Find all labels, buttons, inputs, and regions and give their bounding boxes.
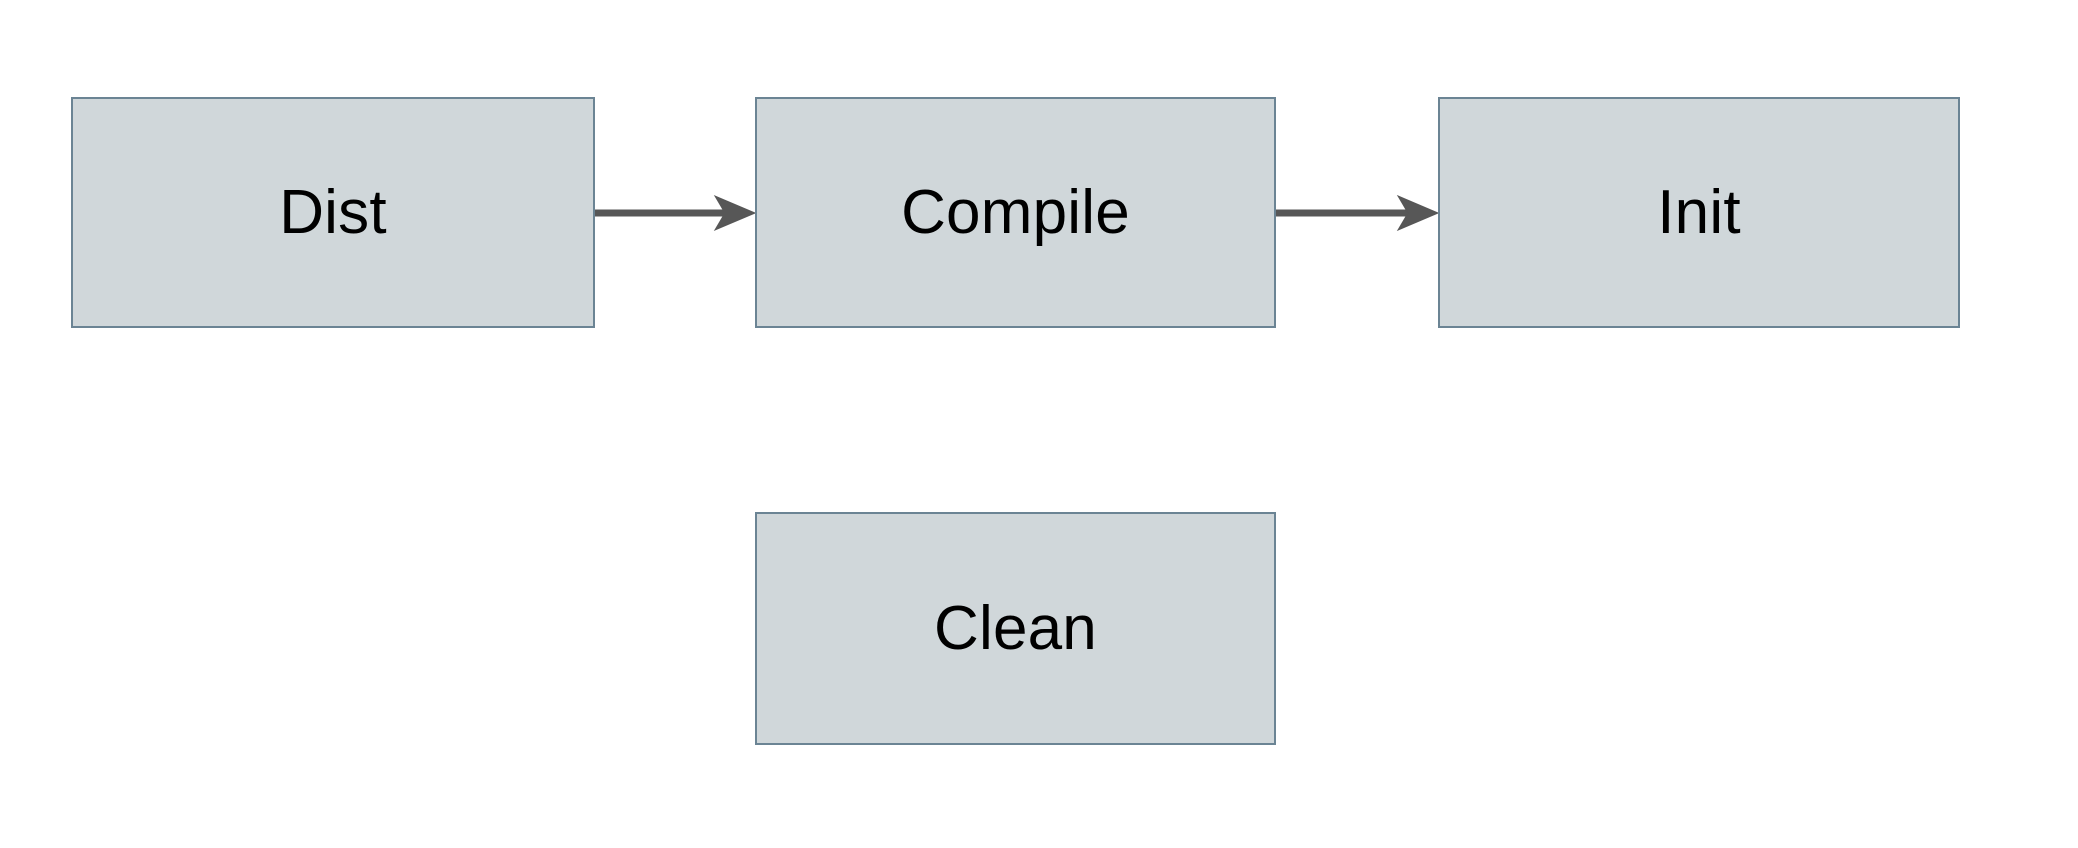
node-label-init: Init	[1657, 177, 1741, 247]
node-compile[interactable]: Compile	[755, 97, 1276, 328]
edge-arrowhead-dist-to-compile	[713, 194, 757, 232]
node-init[interactable]: Init	[1438, 97, 1960, 328]
node-dist[interactable]: Dist	[71, 97, 595, 328]
node-label-compile: Compile	[901, 177, 1130, 247]
node-label-dist: Dist	[279, 177, 387, 247]
node-label-clean: Clean	[934, 593, 1097, 663]
node-clean[interactable]: Clean	[755, 512, 1276, 745]
edge-arrowhead-compile-to-init	[1396, 194, 1440, 232]
